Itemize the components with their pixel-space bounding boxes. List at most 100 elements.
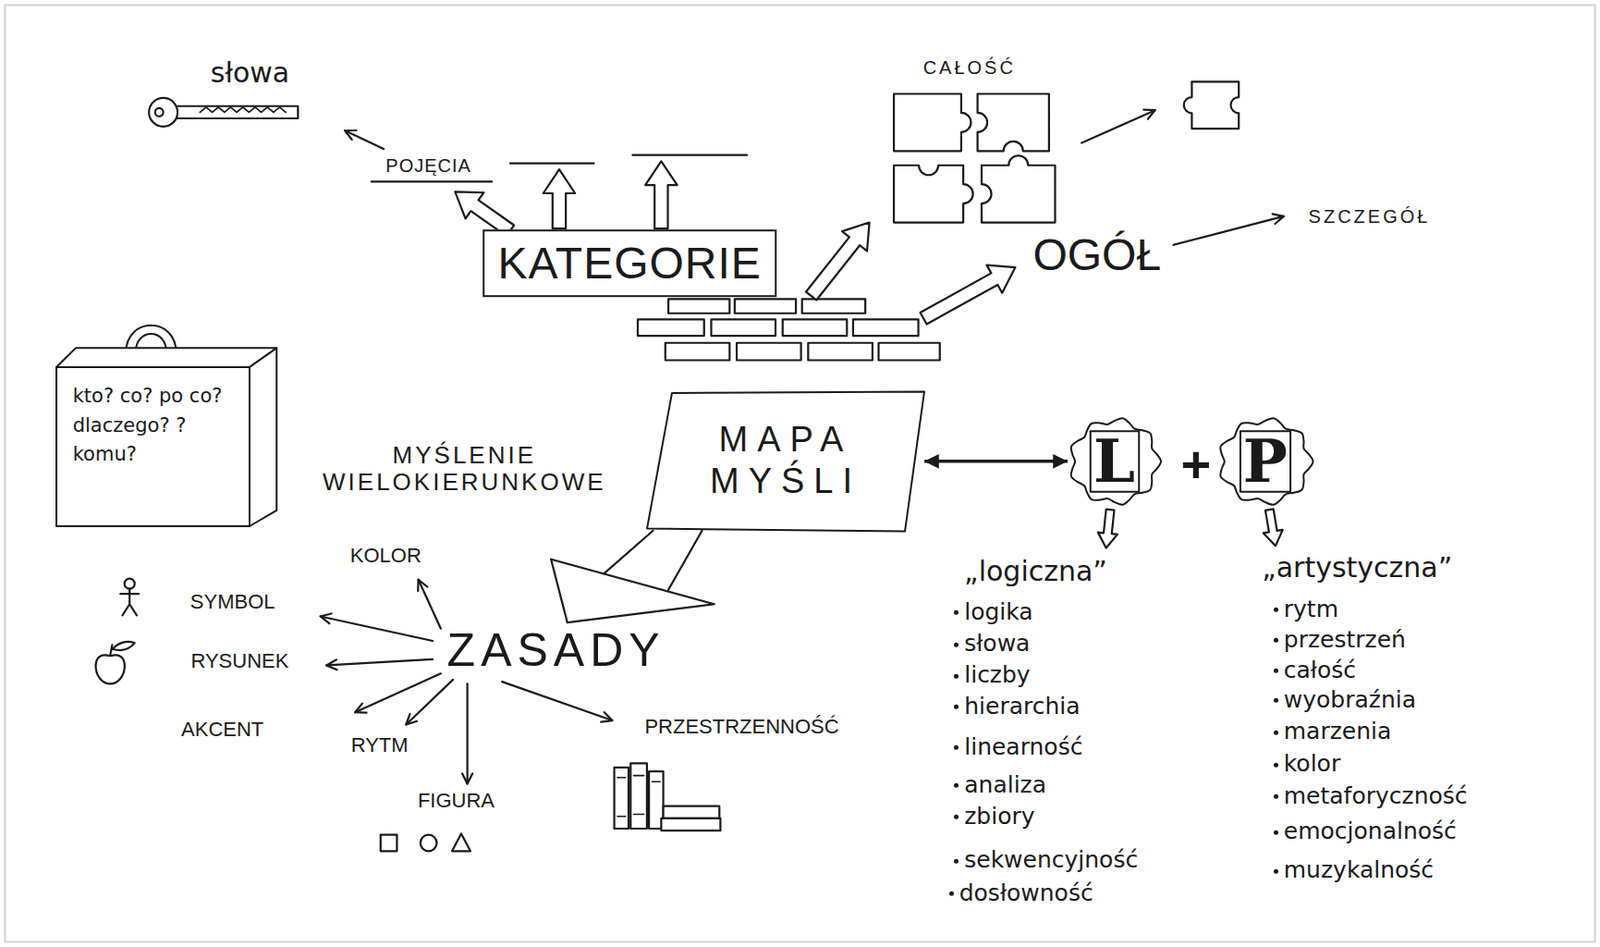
brick xyxy=(637,318,705,336)
list-item: linearność xyxy=(964,732,1083,760)
general-label: OGÓŁ xyxy=(1032,229,1161,281)
square-shape xyxy=(380,834,398,852)
list-heading: „artystyczna” xyxy=(1261,550,1453,584)
list-item: zbiory xyxy=(964,802,1035,830)
concepts-label: POJĘCIA xyxy=(385,154,472,176)
principle-label: AKCENT xyxy=(181,717,264,741)
thinking-label: MYŚLENIE WIELOKIERUNKOWE xyxy=(311,441,617,498)
puzzle-piece xyxy=(1184,81,1239,129)
question-bag: kto? co? po co? dlaczego? ? komu? xyxy=(56,366,250,526)
double-arrow xyxy=(924,459,1068,464)
list-item: muzykalność xyxy=(1283,856,1434,884)
list-item: hierarchia xyxy=(964,692,1080,720)
list-item: słowa xyxy=(964,630,1030,658)
arrow xyxy=(466,683,469,783)
brick xyxy=(879,342,941,361)
plus-sign: + xyxy=(1180,434,1211,494)
triangle-shape xyxy=(451,833,471,852)
brick xyxy=(710,318,776,336)
right-hemisphere-blob: P xyxy=(1217,416,1314,506)
brick xyxy=(802,298,866,313)
apple-stem xyxy=(109,644,112,655)
arrow xyxy=(1081,109,1155,143)
list-item: analiza xyxy=(964,770,1047,798)
hollow-arrow xyxy=(645,160,677,229)
brick xyxy=(734,298,796,313)
bag-front xyxy=(56,366,250,526)
list-item: kolor xyxy=(1283,750,1341,778)
book xyxy=(663,806,721,819)
arrow xyxy=(405,679,453,725)
principle-label: SYMBOL xyxy=(190,589,276,613)
principle-label: PRZESTRZENNOŚĆ xyxy=(644,714,839,738)
mind-map-sheet: MAPA MYŚLI xyxy=(647,390,925,531)
node-text: kto? co? po co? dlaczego? ? komu? xyxy=(73,381,233,470)
book xyxy=(614,767,629,829)
letter-frame xyxy=(1240,430,1291,491)
principle-label: FIGURA xyxy=(417,789,495,813)
key-word: słowa xyxy=(210,57,290,90)
list-item: wyobraźnia xyxy=(1283,686,1417,714)
list-item: sekwencyjność xyxy=(964,846,1138,874)
list-item: metaforyczność xyxy=(1283,781,1468,809)
tail-line xyxy=(668,530,702,590)
hollow-arrow xyxy=(1263,508,1283,546)
apple-leaf xyxy=(111,641,135,650)
whole-label: CAŁOŚĆ xyxy=(923,56,1016,78)
puzzle-piece xyxy=(977,94,1050,152)
brick xyxy=(668,298,730,313)
principle-label: RYSUNEK xyxy=(190,648,289,672)
list-item: rytm xyxy=(1283,595,1339,623)
arrow xyxy=(501,681,612,721)
puzzle-piece xyxy=(981,155,1055,222)
node-text: P xyxy=(1243,431,1288,491)
category-box: KATEGORIE xyxy=(482,229,777,298)
underline xyxy=(371,180,492,183)
arrow xyxy=(344,130,384,149)
detail-label: SZCZEGÓŁ xyxy=(1308,205,1431,227)
sheet-outline xyxy=(647,390,925,531)
list-item: przestrzeń xyxy=(1283,625,1406,653)
hollow-arrow xyxy=(920,265,1016,325)
illustration xyxy=(96,81,1284,851)
book xyxy=(660,818,721,831)
principles-heading: ZASADY xyxy=(447,623,666,678)
left-hemisphere-blob: L xyxy=(1067,416,1161,506)
arrow xyxy=(320,615,433,640)
book xyxy=(630,762,648,829)
book-spine xyxy=(617,775,660,817)
key-hole xyxy=(155,108,164,117)
brick xyxy=(736,342,802,361)
letter-frame xyxy=(1089,430,1139,491)
hollow-arrow xyxy=(543,169,575,229)
tail-line xyxy=(604,530,654,574)
list-item: całość xyxy=(1283,657,1356,684)
puzzle-piece xyxy=(893,94,971,152)
blank-line xyxy=(510,161,595,164)
list-item: liczby xyxy=(964,661,1030,689)
paper-border xyxy=(5,5,1596,942)
blob-outline xyxy=(1070,417,1161,505)
list-item: logika xyxy=(964,598,1033,626)
arrow xyxy=(1173,216,1284,245)
bag-top xyxy=(56,348,277,368)
blank-line xyxy=(632,154,747,157)
tail-triangle xyxy=(550,559,715,623)
arrow xyxy=(326,659,433,666)
para-outline xyxy=(647,390,925,531)
key-teeth xyxy=(199,107,286,113)
list-item: marzenia xyxy=(1283,718,1393,746)
brick xyxy=(782,318,848,336)
principle-label: KOLOR xyxy=(350,544,422,568)
circle-shape xyxy=(420,834,438,852)
hollow-arrow xyxy=(806,222,870,301)
brick xyxy=(853,318,919,336)
stick-figure xyxy=(124,578,135,589)
stick-figure xyxy=(120,588,139,616)
arrow xyxy=(418,579,441,629)
list-item: emocjonalność xyxy=(1283,818,1457,845)
apple xyxy=(96,654,125,684)
list-heading: „logiczna” xyxy=(964,555,1108,588)
